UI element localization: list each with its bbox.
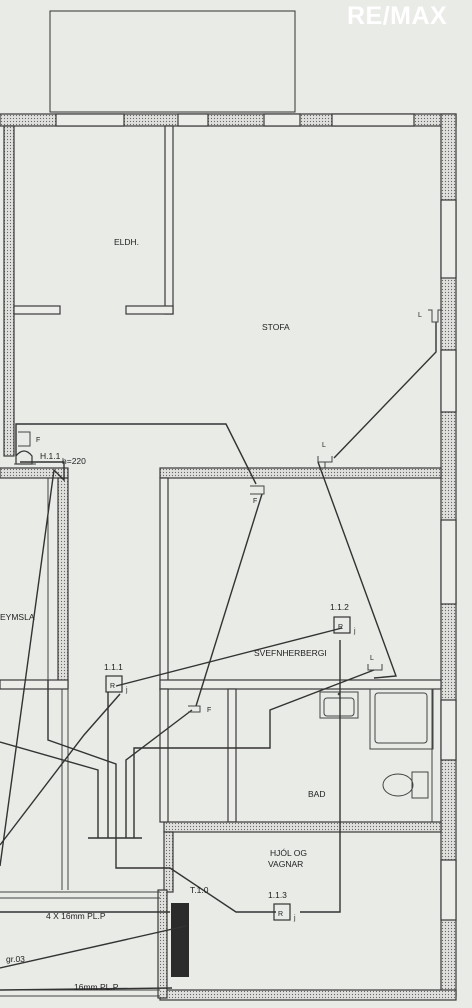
room-label-eldhus: ELDH. [114, 237, 139, 247]
pipe-spec-4x16: 4 X 16mm PL.P [46, 911, 106, 921]
shower-icon [369, 688, 434, 750]
windows-right [440, 199, 457, 921]
svg-text:F: F [36, 437, 40, 444]
wall-storage-top [0, 467, 69, 479]
svg-text:R: R [110, 683, 115, 690]
wall-stofa-bedroom [159, 467, 442, 479]
wall-bedroom-bottom [159, 679, 442, 690]
room-label-geymsla: EYMSLA [0, 612, 35, 622]
kitchen-partitions [13, 125, 174, 315]
radiator-h11: H.1.1 h=220 [14, 450, 86, 466]
outlet-marker-f-left: F [18, 431, 40, 447]
svg-text:H.1.1: H.1.1 [40, 451, 61, 461]
outlet-marker-l-center: L [317, 442, 333, 468]
room-label-stofa: STOFA [262, 322, 290, 332]
thermostat-111: 1.1.1 R j [104, 662, 128, 694]
windows-top [55, 113, 415, 127]
svg-text:j: j [293, 915, 296, 922]
wall-bottom [159, 989, 457, 1001]
wall-left-upper [3, 125, 15, 457]
svg-text:L: L [370, 655, 374, 662]
wall-bedroom-left [159, 477, 169, 691]
room-label-svefnherbergi: SVEFNHERBERGI [254, 648, 327, 658]
wall-mid-left [159, 688, 169, 823]
svg-text:1.1.1: 1.1.1 [104, 662, 123, 672]
lower-left-walls [0, 689, 160, 997]
thermostat-113: 1.1.3 R j [268, 890, 296, 922]
outlet-marker-f-center: F [250, 485, 265, 505]
wall-bath-bottom [163, 821, 442, 833]
svg-text:R: R [278, 911, 283, 918]
balcony-outline [49, 10, 296, 113]
outlet-marker-l-bedroom: L [367, 655, 383, 671]
svg-text:1.1.3: 1.1.3 [268, 890, 287, 900]
svg-text:F: F [207, 707, 211, 714]
toilet-icon [382, 771, 429, 799]
room-label-hjol-2: VAGNAR [268, 859, 303, 869]
svg-text:L: L [418, 312, 422, 319]
wall-storage-right [57, 477, 69, 689]
wall-bike-left [163, 831, 174, 893]
outlet-marker-l-stofa: L [418, 309, 442, 323]
svg-text:R: R [338, 624, 343, 631]
room-label-bad: BAD [308, 789, 325, 799]
manifold-label: T.1.0 [190, 885, 209, 895]
heating-pipes [0, 322, 437, 991]
outlet-marker-f-lower: F [188, 705, 211, 714]
svg-text:j: j [125, 687, 128, 694]
wall-bath-left [227, 688, 237, 823]
sink-icon [319, 691, 359, 719]
heating-manifold [171, 903, 189, 977]
room-label-hjol-1: HJÓL OG [270, 848, 307, 858]
pipe-gr03: gr.03 [6, 954, 25, 964]
thermostat-112: 1.1.2 R j [330, 602, 356, 635]
svg-text:h=220: h=220 [62, 456, 86, 466]
svg-text:L: L [322, 442, 326, 449]
svg-text:j: j [353, 628, 356, 635]
pipe-spec-16: 16mm PL.P [74, 982, 119, 992]
svg-text:1.1.2: 1.1.2 [330, 602, 349, 612]
svg-text:F: F [253, 498, 257, 505]
wall-bike-lower-left [157, 889, 168, 999]
remax-logo: RE/MAX [347, 2, 447, 30]
wall-storage-bottom [0, 679, 69, 690]
